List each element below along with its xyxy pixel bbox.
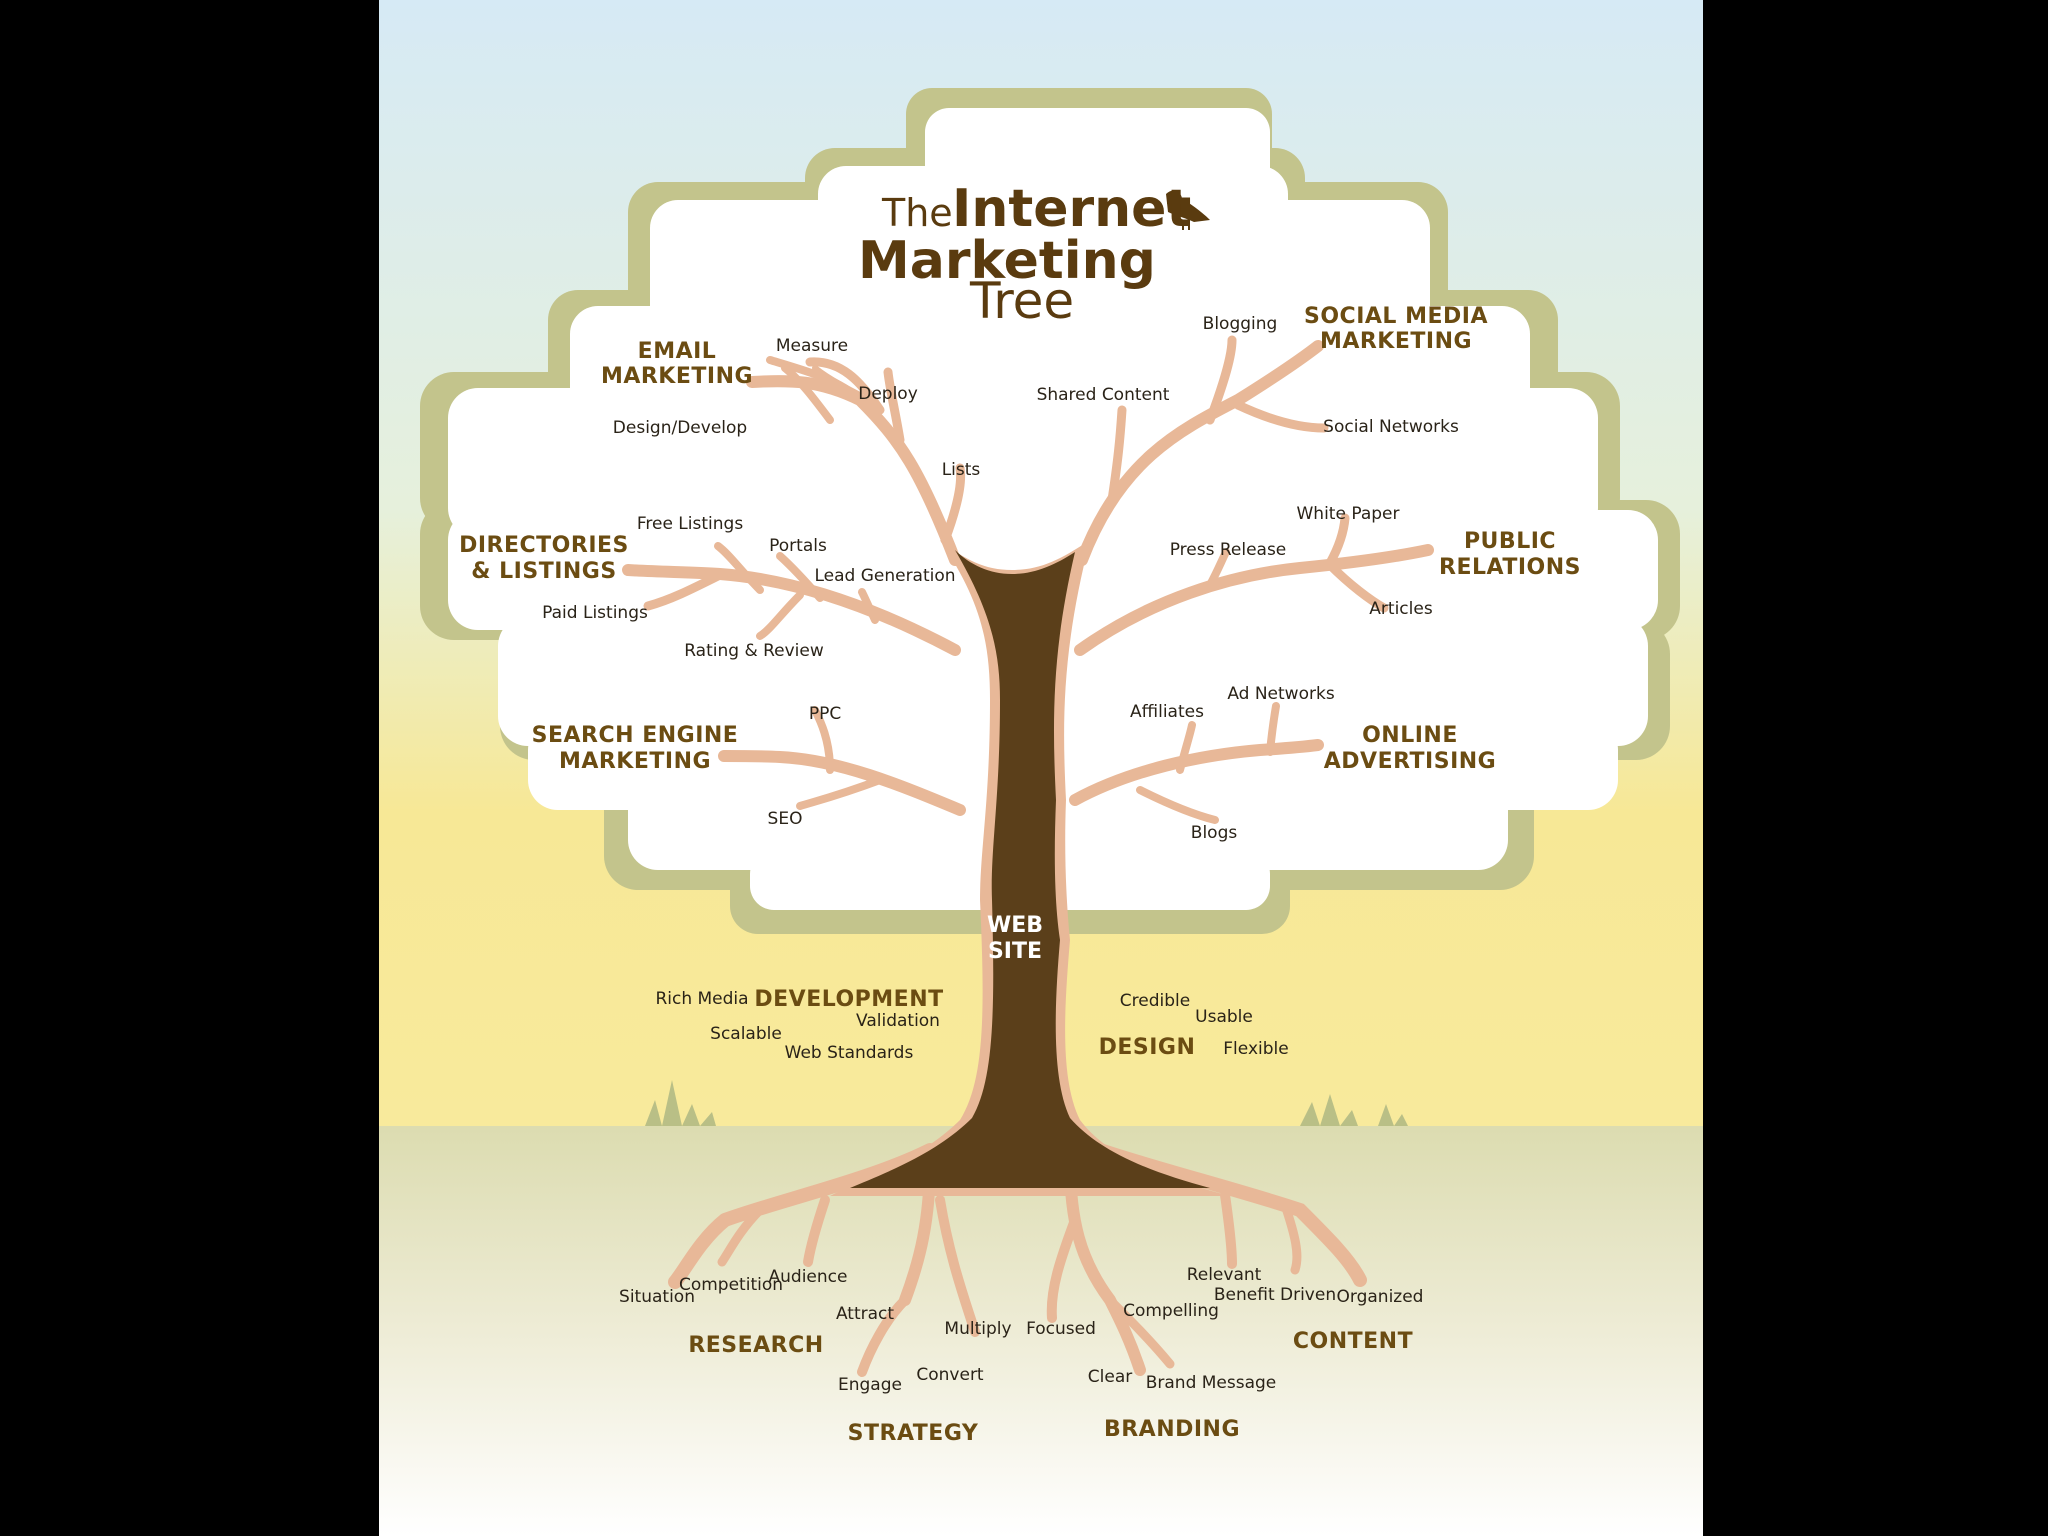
- label-multiply: Multiply: [944, 1319, 1011, 1339]
- label-brand-message: Brand Message: [1146, 1373, 1277, 1393]
- label-scalable: Scalable: [710, 1024, 782, 1044]
- label-blogging: Blogging: [1203, 314, 1278, 334]
- label-engage: Engage: [838, 1375, 902, 1395]
- label-articles: Articles: [1369, 599, 1433, 619]
- category-directories-2: & LISTINGS: [471, 559, 616, 584]
- category-email-1: EMAIL: [638, 339, 717, 364]
- title-internet: Internet: [952, 179, 1191, 239]
- label-affiliates: Affiliates: [1130, 702, 1204, 722]
- label-portals: Portals: [769, 536, 827, 556]
- category-social-2: MARKETING: [1320, 329, 1472, 354]
- label-clear: Clear: [1088, 1367, 1132, 1387]
- canopy: [448, 108, 1658, 910]
- label-seo: SEO: [768, 809, 803, 829]
- label-validation: Validation: [856, 1011, 940, 1031]
- label-measure: Measure: [776, 336, 848, 356]
- label-focused: Focused: [1026, 1319, 1096, 1339]
- label-lists: Lists: [942, 460, 981, 480]
- category-research: RESEARCH: [688, 1333, 823, 1358]
- label-white-paper: White Paper: [1297, 504, 1400, 524]
- label-deploy: Deploy: [858, 384, 918, 404]
- category-branding: BRANDING: [1104, 1417, 1240, 1442]
- category-development: DEVELOPMENT: [754, 987, 943, 1012]
- label-ppc: PPC: [809, 704, 841, 724]
- category-online-1: ONLINE: [1362, 723, 1458, 748]
- title: The Internet Marketing Tree: [858, 179, 1191, 330]
- label-audience: Audience: [769, 1267, 848, 1287]
- category-sem-1: SEARCH ENGINE: [532, 723, 739, 748]
- category-directories-1: DIRECTORIES: [459, 533, 629, 558]
- category-email-2: MARKETING: [601, 364, 753, 389]
- label-rich-media: Rich Media: [655, 989, 748, 1009]
- label-blogs: Blogs: [1191, 823, 1238, 843]
- label-free-listings: Free Listings: [637, 514, 743, 534]
- label-paid-listings: Paid Listings: [542, 603, 648, 623]
- label-convert: Convert: [916, 1365, 984, 1385]
- category-pr-1: PUBLIC: [1464, 529, 1556, 554]
- label-rating-review: Rating & Review: [684, 641, 824, 661]
- label-design-develop: Design/Develop: [613, 418, 747, 438]
- label-lead-generation: Lead Generation: [814, 566, 955, 586]
- label-press-release: Press Release: [1170, 540, 1287, 560]
- trunk-label-web: WEB: [987, 913, 1043, 938]
- label-benefit-driven: Benefit Driven: [1214, 1285, 1336, 1305]
- category-social-1: SOCIAL MEDIA: [1304, 304, 1488, 329]
- category-strategy: STRATEGY: [848, 1421, 979, 1446]
- label-usable: Usable: [1195, 1007, 1253, 1027]
- category-sem-2: MARKETING: [559, 749, 711, 774]
- title-the: The: [881, 191, 953, 235]
- trunk: [830, 540, 1230, 1196]
- label-shared-content: Shared Content: [1037, 385, 1170, 405]
- sub-labels: Measure Deploy Design/Develop Lists Shar…: [542, 314, 1459, 1395]
- label-organized: Organized: [1337, 1287, 1424, 1307]
- label-relevant: Relevant: [1187, 1265, 1262, 1285]
- grass-tufts: [645, 1080, 1408, 1126]
- label-situation: Situation: [619, 1287, 695, 1307]
- label-ad-networks: Ad Networks: [1227, 684, 1335, 704]
- label-flexible: Flexible: [1223, 1039, 1288, 1059]
- label-competition: Competition: [679, 1275, 783, 1295]
- label-attract: Attract: [836, 1304, 894, 1324]
- category-labels: EMAIL MARKETING SOCIAL MEDIA MARKETING D…: [459, 304, 1581, 1446]
- category-online-2: ADVERTISING: [1324, 749, 1497, 774]
- label-web-standards: Web Standards: [785, 1043, 914, 1063]
- trunk-label-site: SITE: [988, 939, 1042, 964]
- label-credible: Credible: [1120, 991, 1190, 1011]
- branches: [622, 335, 1434, 1377]
- title-tree: Tree: [969, 272, 1074, 330]
- category-pr-2: RELATIONS: [1439, 555, 1581, 580]
- bird-icon: [1166, 190, 1210, 230]
- title-marketing: Marketing: [858, 231, 1156, 291]
- label-social-networks: Social Networks: [1323, 417, 1459, 437]
- label-compelling: Compelling: [1123, 1301, 1219, 1321]
- category-design: DESIGN: [1099, 1035, 1196, 1060]
- category-content: CONTENT: [1293, 1329, 1413, 1354]
